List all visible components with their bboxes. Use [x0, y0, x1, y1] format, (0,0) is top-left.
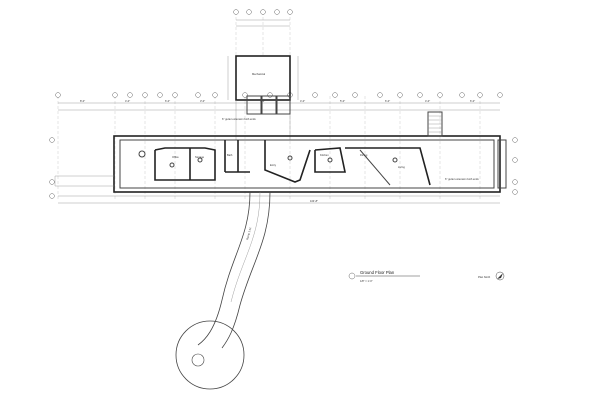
north-arrow-icon [497, 273, 503, 279]
circular-platform [175, 320, 245, 390]
slab-note-left: 6" gutter extension both ends [222, 117, 256, 121]
svg-text:6'-0": 6'-0" [470, 99, 475, 103]
room-label-office: Office [172, 155, 179, 159]
north-wing: Mechanical [227, 9, 299, 140]
drawing-title-block: Ground Floor Plan 1/8" = 1'-0" Plan Nort… [348, 270, 505, 283]
ramp-note: Ramp 1:12 [245, 226, 252, 240]
room-label-entry: Entry [270, 163, 277, 167]
room-label-kitchen: Kitchen [320, 153, 329, 157]
slab-note-right: 6" gutter extension both ends [445, 177, 479, 181]
svg-text:5'-0": 5'-0" [340, 99, 345, 103]
overall-dimension: 104'-8" [310, 199, 318, 203]
svg-text:8'-0": 8'-0" [80, 99, 85, 103]
exterior-stair [427, 111, 443, 137]
svg-text:4'-0": 4'-0" [300, 99, 305, 103]
north-label: Plan North [478, 275, 491, 279]
svg-text:6'-0": 6'-0" [165, 99, 170, 103]
drawing-scale: 1/8" = 1'-0" [360, 279, 373, 283]
svg-text:3'-0": 3'-0" [260, 99, 265, 103]
room-label-mechanical: Mechanical [252, 72, 266, 76]
grid-bubbles-left [49, 137, 518, 199]
main-bar: Office Storage Bath Kitchen Dining Livin… [54, 117, 507, 193]
svg-text:4'-0": 4'-0" [125, 99, 130, 103]
room-label-bath: Bath [227, 153, 233, 157]
dimension-strings: 8'-0" 4'-0" 6'-0" 3'-0" 3'-0" 4'-0" 5'-0… [58, 99, 500, 204]
drawing-title: Ground Floor Plan [360, 270, 395, 275]
room-label-storage: Storage [195, 155, 205, 159]
grid-bubbles-top [55, 92, 503, 98]
svg-text:6'-0": 6'-0" [385, 99, 390, 103]
curved-ramp: Ramp 1:12 [197, 191, 271, 349]
room-label-living: Living [398, 165, 405, 169]
room-label-dining: Dining [360, 153, 368, 157]
svg-text:4'-0": 4'-0" [425, 99, 430, 103]
svg-text:3'-0": 3'-0" [200, 99, 205, 103]
